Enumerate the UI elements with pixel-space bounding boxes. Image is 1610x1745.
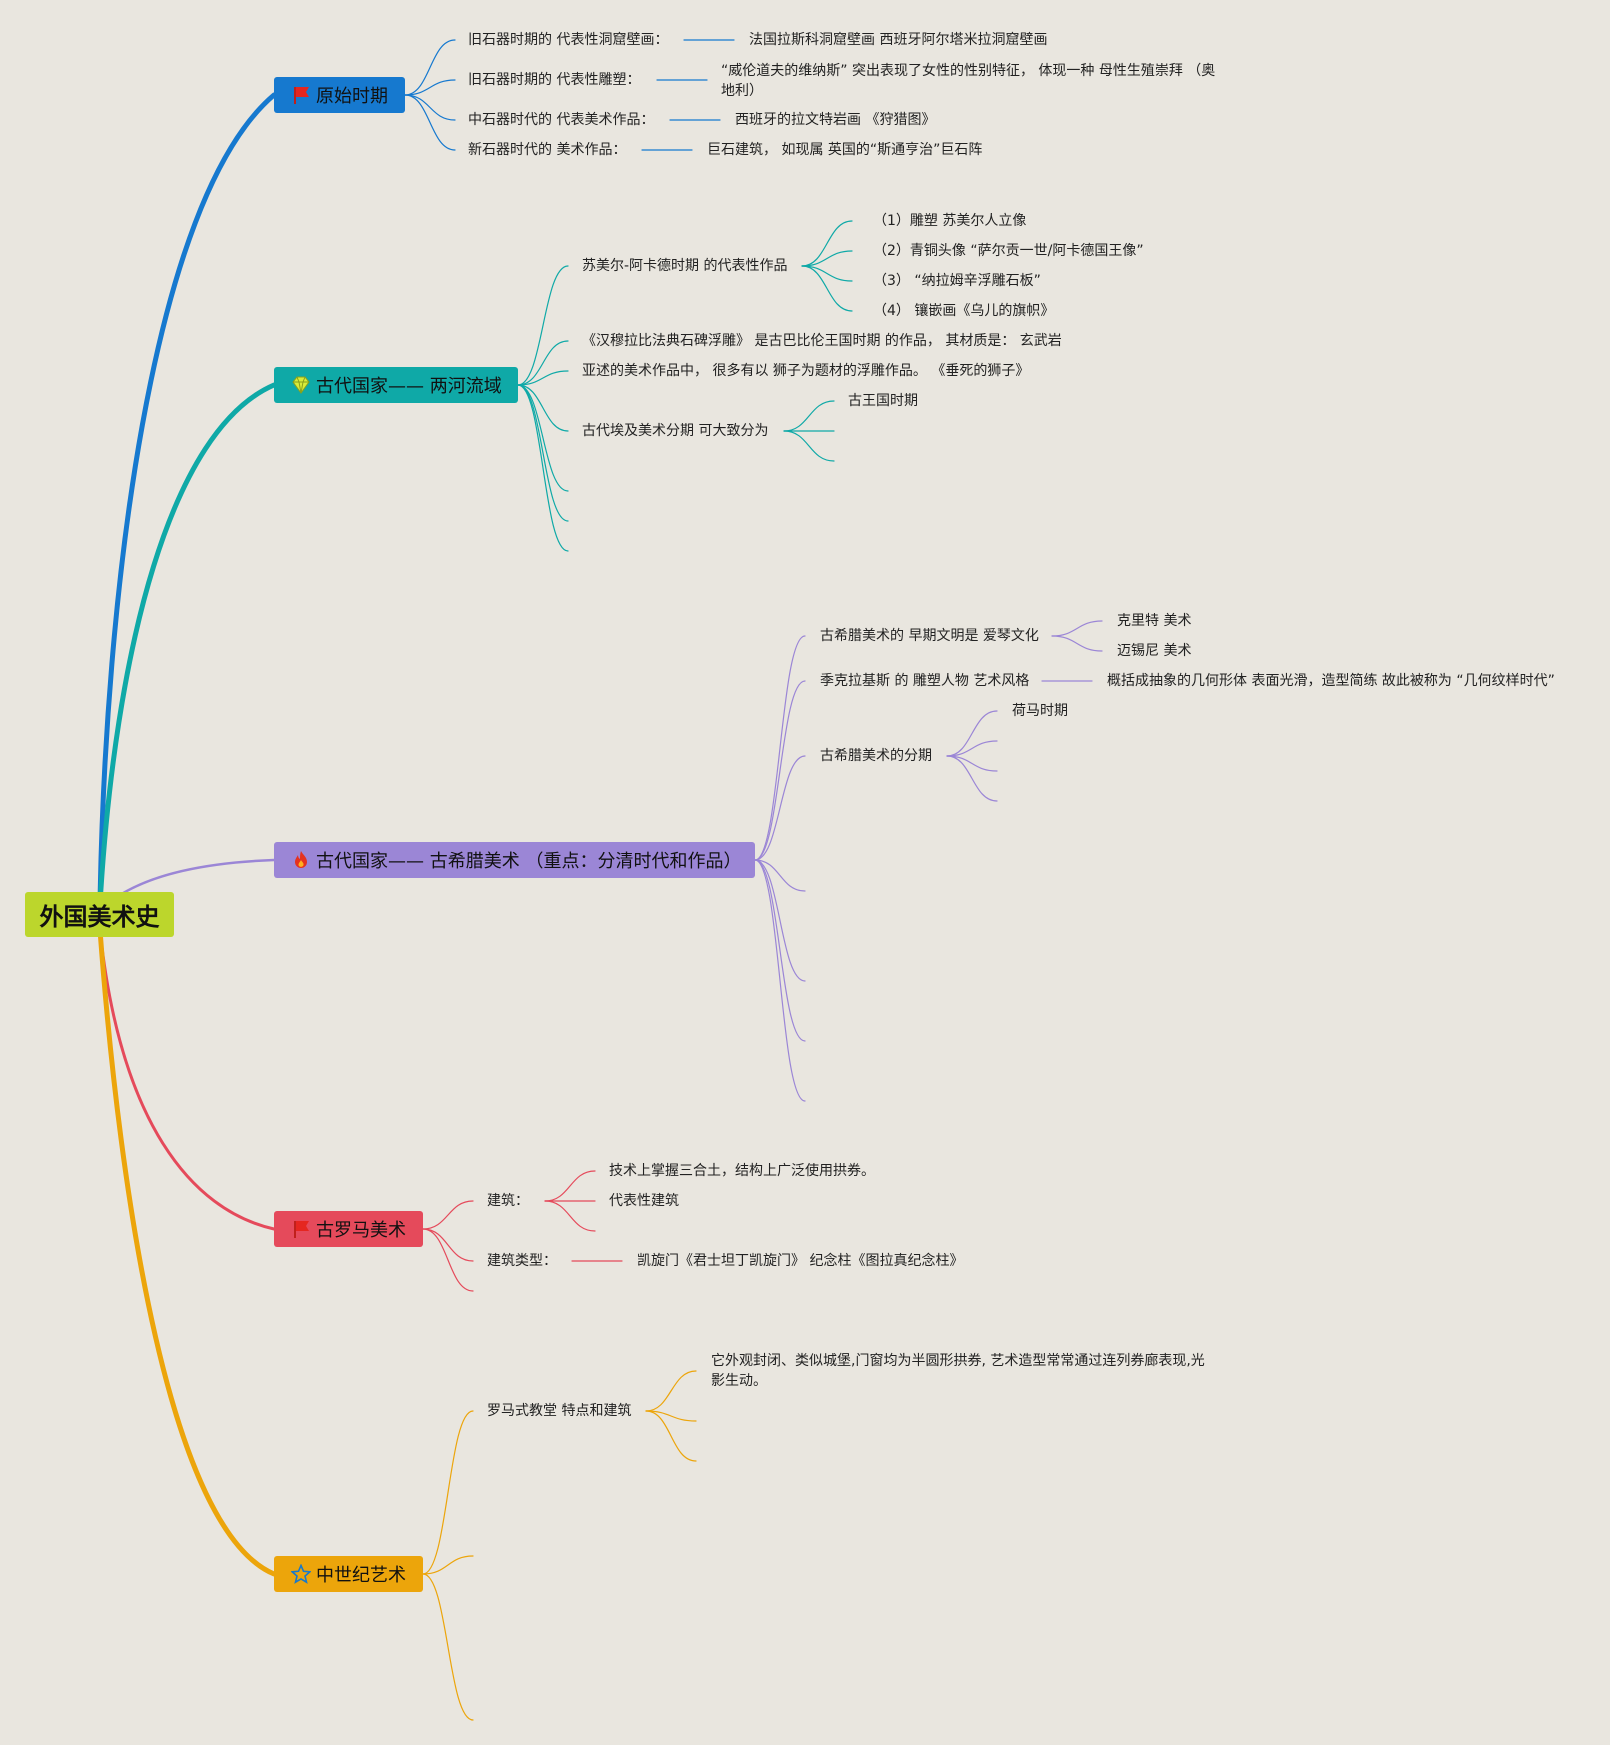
primitive-detail-3[interactable]: 西班牙的拉文特岩画 《狩猎图》 — [735, 112, 936, 128]
medieval-link-3 — [422, 1573, 474, 1721]
primitive-detail-2[interactable]: “威伦道夫的维纳斯” 突出表现了女性的性别特征， 体现一种 母性生殖崇拜 （奥地… — [721, 63, 1216, 99]
primitive-item-2[interactable]: 旧石器时期的 代表性雕塑： — [468, 72, 641, 88]
primitive-link-4 — [404, 94, 456, 151]
greece-link-4 — [754, 859, 806, 892]
romanesque-label[interactable]: 罗马式教堂 特点和建筑 — [487, 1403, 632, 1419]
mesopotamia-link-4 — [517, 384, 569, 432]
trunk-rome — [98, 928, 276, 1231]
primitive-item-1[interactable]: 旧石器时期的 代表性洞窟壁画： — [468, 32, 669, 48]
primitive-item-4[interactable]: 新石器时代的 美术作品： — [468, 142, 627, 158]
primitive-detail-1[interactable]: 法国拉斯科洞窟壁画 西班牙阿尔塔米拉洞窟壁画 — [749, 32, 1048, 48]
star-outline-icon — [290, 1563, 312, 1585]
gem-icon — [290, 374, 312, 396]
assyria-item[interactable]: 亚述的美术作品中， 很多有以 狮子为题材的浮雕作品。 《垂死的狮子》 — [582, 363, 1030, 379]
branch-label: 中世纪艺术 — [316, 1565, 406, 1586]
trunk-primitive — [97, 92, 277, 907]
branch-label: 古代国家—— 古希腊美术 （重点：分清时代和作品） — [316, 851, 742, 872]
branch-medieval[interactable]: 中世纪艺术 — [274, 1556, 423, 1592]
romanesque-detail[interactable]: 它外观封闭、类似城堡,门窗均为半圆形拱券, 艺术造型常常通过连列券廊表现,光影生… — [711, 1353, 1205, 1389]
trunk-greece — [118, 858, 276, 897]
sumer-item-2[interactable]: （2）青铜头像 “萨尔贡一世/阿卡德国王像” — [873, 243, 1144, 259]
egypt-link-1 — [783, 400, 835, 432]
primitive-detail-4[interactable]: 巨石建筑， 如现属 英国的“斯通亨治”巨石阵 — [707, 142, 983, 158]
red-flag-icon — [290, 1218, 312, 1240]
primitive-link-1 — [404, 39, 456, 96]
architecture-types-detail[interactable]: 凯旋门《君士坦丁凯旋门》 纪念柱《图拉真纪念柱》 — [637, 1253, 964, 1269]
greek-periods-label[interactable]: 古希腊美术的分期 — [820, 748, 932, 764]
greek-period-link-4 — [946, 755, 998, 802]
architecture-item-1[interactable]: 技术上掌握三合土，结构上广泛使用拱券。 — [609, 1163, 875, 1179]
trunk-medieval — [97, 927, 277, 1577]
mesopotamia-link-3 — [517, 370, 569, 386]
fire-icon — [290, 849, 312, 871]
romanesque-link-1 — [645, 1370, 697, 1412]
rome-link-2 — [422, 1228, 474, 1262]
architecture-link-3 — [544, 1200, 596, 1232]
aegean-item-2[interactable]: 迈锡尼 美术 — [1117, 643, 1192, 659]
root-node[interactable]: 外国美术史 — [25, 892, 174, 937]
greek-period-link-2 — [946, 740, 998, 757]
greece-link-1 — [754, 635, 806, 861]
sumer-item-3[interactable]: （3） “纳拉姆辛浮雕石板” — [873, 273, 1041, 289]
branch-label: 原始时期 — [316, 86, 388, 107]
mesopotamia-link-5 — [517, 384, 569, 492]
aegean-link-2 — [1051, 635, 1103, 652]
cycladic-detail[interactable]: 概括成抽象的几何形体 表面光滑，造型简练 故此被称为 “几何纹样时代” — [1107, 673, 1555, 689]
aegean-label[interactable]: 古希腊美术的 早期文明是 爱琴文化 — [820, 628, 1039, 644]
egypt-label[interactable]: 古代埃及美术分期 可大致分为 — [582, 423, 769, 439]
sumer-item-4[interactable]: （4） 镶嵌画《乌儿的旗帜》 — [873, 303, 1055, 319]
hammurabi-item[interactable]: 《汉穆拉比法典石碑浮雕》 是古巴比伦王国时期 的作品， 其材质是： 玄武岩 — [582, 333, 1062, 349]
egypt-link-3 — [783, 430, 835, 462]
primitive-link-3 — [404, 94, 456, 121]
egypt-item-1[interactable]: 古王国时期 — [848, 393, 918, 409]
mesopotamia-link-7 — [517, 384, 569, 552]
cycladic-label[interactable]: 季克拉基斯 的 雕塑人物 艺术风格 — [820, 673, 1030, 689]
trunk-mesopotamia — [97, 382, 277, 907]
greek-period-link-1 — [946, 710, 998, 757]
greece-link-7 — [754, 859, 806, 1102]
greece-link-5 — [754, 859, 806, 982]
primitive-link-2 — [404, 79, 456, 96]
greece-link-6 — [754, 859, 806, 1042]
romanesque-link-3 — [645, 1410, 697, 1462]
rome-link-3 — [422, 1228, 474, 1292]
rome-link-1 — [422, 1200, 474, 1230]
aegean-item-1[interactable]: 克里特 美术 — [1117, 613, 1192, 629]
medieval-link-1 — [422, 1410, 474, 1575]
sumer-link-1 — [801, 220, 853, 267]
aegean-link-1 — [1051, 620, 1103, 637]
branch-label: 古罗马美术 — [316, 1220, 406, 1241]
architecture-link-1 — [544, 1170, 596, 1202]
architecture-item-2[interactable]: 代表性建筑 — [609, 1193, 679, 1209]
primitive-item-3[interactable]: 中石器时代的 代表美术作品： — [468, 112, 655, 128]
mesopotamia-link-2 — [517, 340, 569, 386]
architecture-types-label[interactable]: 建筑类型： — [487, 1253, 557, 1269]
sumer-akkad-label[interactable]: 苏美尔-阿卡德时期 的代表性作品 — [582, 258, 788, 274]
red-flag-icon — [290, 84, 312, 106]
greece-link-3 — [754, 755, 806, 861]
greek-period-1[interactable]: 荷马时期 — [1012, 703, 1068, 719]
branch-label: 古代国家—— 两河流域 — [316, 376, 502, 397]
greece-link-2 — [754, 680, 806, 861]
branch-primitive[interactable]: 原始时期 — [274, 77, 405, 113]
mesopotamia-link-6 — [517, 384, 569, 522]
greek-period-link-3 — [946, 755, 998, 772]
romanesque-link-2 — [645, 1410, 697, 1422]
branch-rome[interactable]: 古罗马美术 — [274, 1211, 423, 1247]
sumer-link-3 — [801, 265, 853, 282]
sumer-link-2 — [801, 250, 853, 267]
branch-mesopotamia[interactable]: 古代国家—— 两河流域 — [274, 367, 518, 403]
sumer-link-4 — [801, 265, 853, 312]
branch-greece[interactable]: 古代国家—— 古希腊美术 （重点：分清时代和作品） — [274, 842, 755, 878]
sumer-item-1[interactable]: （1）雕塑 苏美尔人立像 — [873, 213, 1027, 229]
architecture-label[interactable]: 建筑： — [487, 1193, 529, 1209]
medieval-link-2 — [422, 1555, 474, 1575]
mesopotamia-link-1 — [517, 265, 569, 386]
